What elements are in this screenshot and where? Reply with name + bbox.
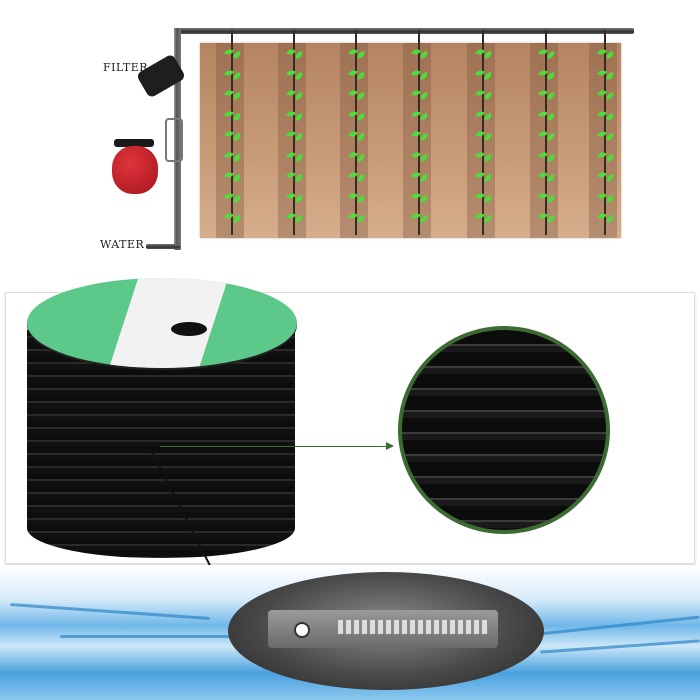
plant-leaf-icon xyxy=(539,131,555,140)
plant-leaf-icon xyxy=(225,172,241,181)
plant-leaf-icon xyxy=(539,49,555,58)
plant-leaf-icon xyxy=(476,90,492,99)
riser-pipe xyxy=(174,28,181,250)
plant-leaf-icon xyxy=(598,152,614,161)
main-pipe xyxy=(174,28,634,34)
plant-leaf-icon xyxy=(349,172,365,181)
plant-leaf-icon xyxy=(412,111,428,120)
plant-leaf-icon xyxy=(598,49,614,58)
plant-leaf-icon xyxy=(287,193,303,202)
plant-leaf-icon xyxy=(349,213,365,222)
plant-leaf-icon xyxy=(349,111,365,120)
plant-leaf-icon xyxy=(287,213,303,222)
valve-icon xyxy=(165,118,183,162)
plant-leaf-icon xyxy=(476,193,492,202)
plant-leaf-icon xyxy=(225,90,241,99)
plant-leaf-icon xyxy=(539,111,555,120)
plant-leaf-icon xyxy=(476,213,492,222)
inlet-pipe xyxy=(146,244,180,249)
plant-leaf-icon xyxy=(476,111,492,120)
water-label: WATER xyxy=(100,238,145,251)
plant-leaf-icon xyxy=(287,111,303,120)
plant-leaf-icon xyxy=(539,193,555,202)
plant-leaf-icon xyxy=(598,111,614,120)
fertilizer-tank-icon xyxy=(112,146,158,194)
drip-tape-spool xyxy=(27,330,295,558)
plant-leaf-icon xyxy=(287,131,303,140)
plant-leaf-icon xyxy=(225,111,241,120)
plant-leaf-icon xyxy=(476,70,492,79)
plant-leaf-icon xyxy=(349,152,365,161)
plant-leaf-icon xyxy=(539,213,555,222)
plant-leaf-icon xyxy=(539,70,555,79)
plant-leaf-icon xyxy=(412,152,428,161)
emitter-outlet-hole xyxy=(294,622,310,638)
plant-leaf-icon xyxy=(287,152,303,161)
plant-leaf-icon xyxy=(598,213,614,222)
plant-leaf-icon xyxy=(225,70,241,79)
soil-field xyxy=(200,30,621,238)
plant-leaf-icon xyxy=(598,131,614,140)
plant-leaf-icon xyxy=(598,193,614,202)
plant-leaf-icon xyxy=(349,70,365,79)
spool-top-cover xyxy=(27,278,297,368)
emitter-closeup xyxy=(398,326,610,534)
plant-leaf-icon xyxy=(287,70,303,79)
plant-leaf-icon xyxy=(412,70,428,79)
plant-leaf-icon xyxy=(349,193,365,202)
plant-leaf-icon xyxy=(225,152,241,161)
arrow-right-icon xyxy=(386,442,394,450)
plant-leaf-icon xyxy=(349,131,365,140)
plant-leaf-icon xyxy=(225,193,241,202)
labyrinth-channel xyxy=(338,620,488,634)
plant-leaf-icon xyxy=(412,172,428,181)
plant-leaf-icon xyxy=(539,172,555,181)
plant-leaf-icon xyxy=(349,90,365,99)
plant-leaf-icon xyxy=(412,90,428,99)
zoom-arrow-line xyxy=(160,446,388,447)
plant-leaf-icon xyxy=(287,90,303,99)
plant-leaf-icon xyxy=(349,49,365,58)
plant-leaf-icon xyxy=(598,90,614,99)
plant-leaf-icon xyxy=(476,152,492,161)
flat-emitter-detail xyxy=(228,572,544,690)
plant-leaf-icon xyxy=(412,49,428,58)
plant-leaf-icon xyxy=(412,193,428,202)
plant-leaf-icon xyxy=(598,70,614,79)
plant-leaf-icon xyxy=(476,131,492,140)
plant-leaf-icon xyxy=(225,131,241,140)
plant-leaf-icon xyxy=(539,90,555,99)
plant-leaf-icon xyxy=(598,172,614,181)
spool-hole xyxy=(171,322,207,336)
plant-leaf-icon xyxy=(287,49,303,58)
plant-leaf-icon xyxy=(539,152,555,161)
plant-leaf-icon xyxy=(412,213,428,222)
plant-leaf-icon xyxy=(287,172,303,181)
plant-leaf-icon xyxy=(225,213,241,222)
plant-leaf-icon xyxy=(225,49,241,58)
filter-label: FILTER xyxy=(103,61,149,74)
plant-leaf-icon xyxy=(412,131,428,140)
tank-lid xyxy=(114,139,154,147)
plant-leaf-icon xyxy=(476,172,492,181)
plant-leaf-icon xyxy=(476,49,492,58)
